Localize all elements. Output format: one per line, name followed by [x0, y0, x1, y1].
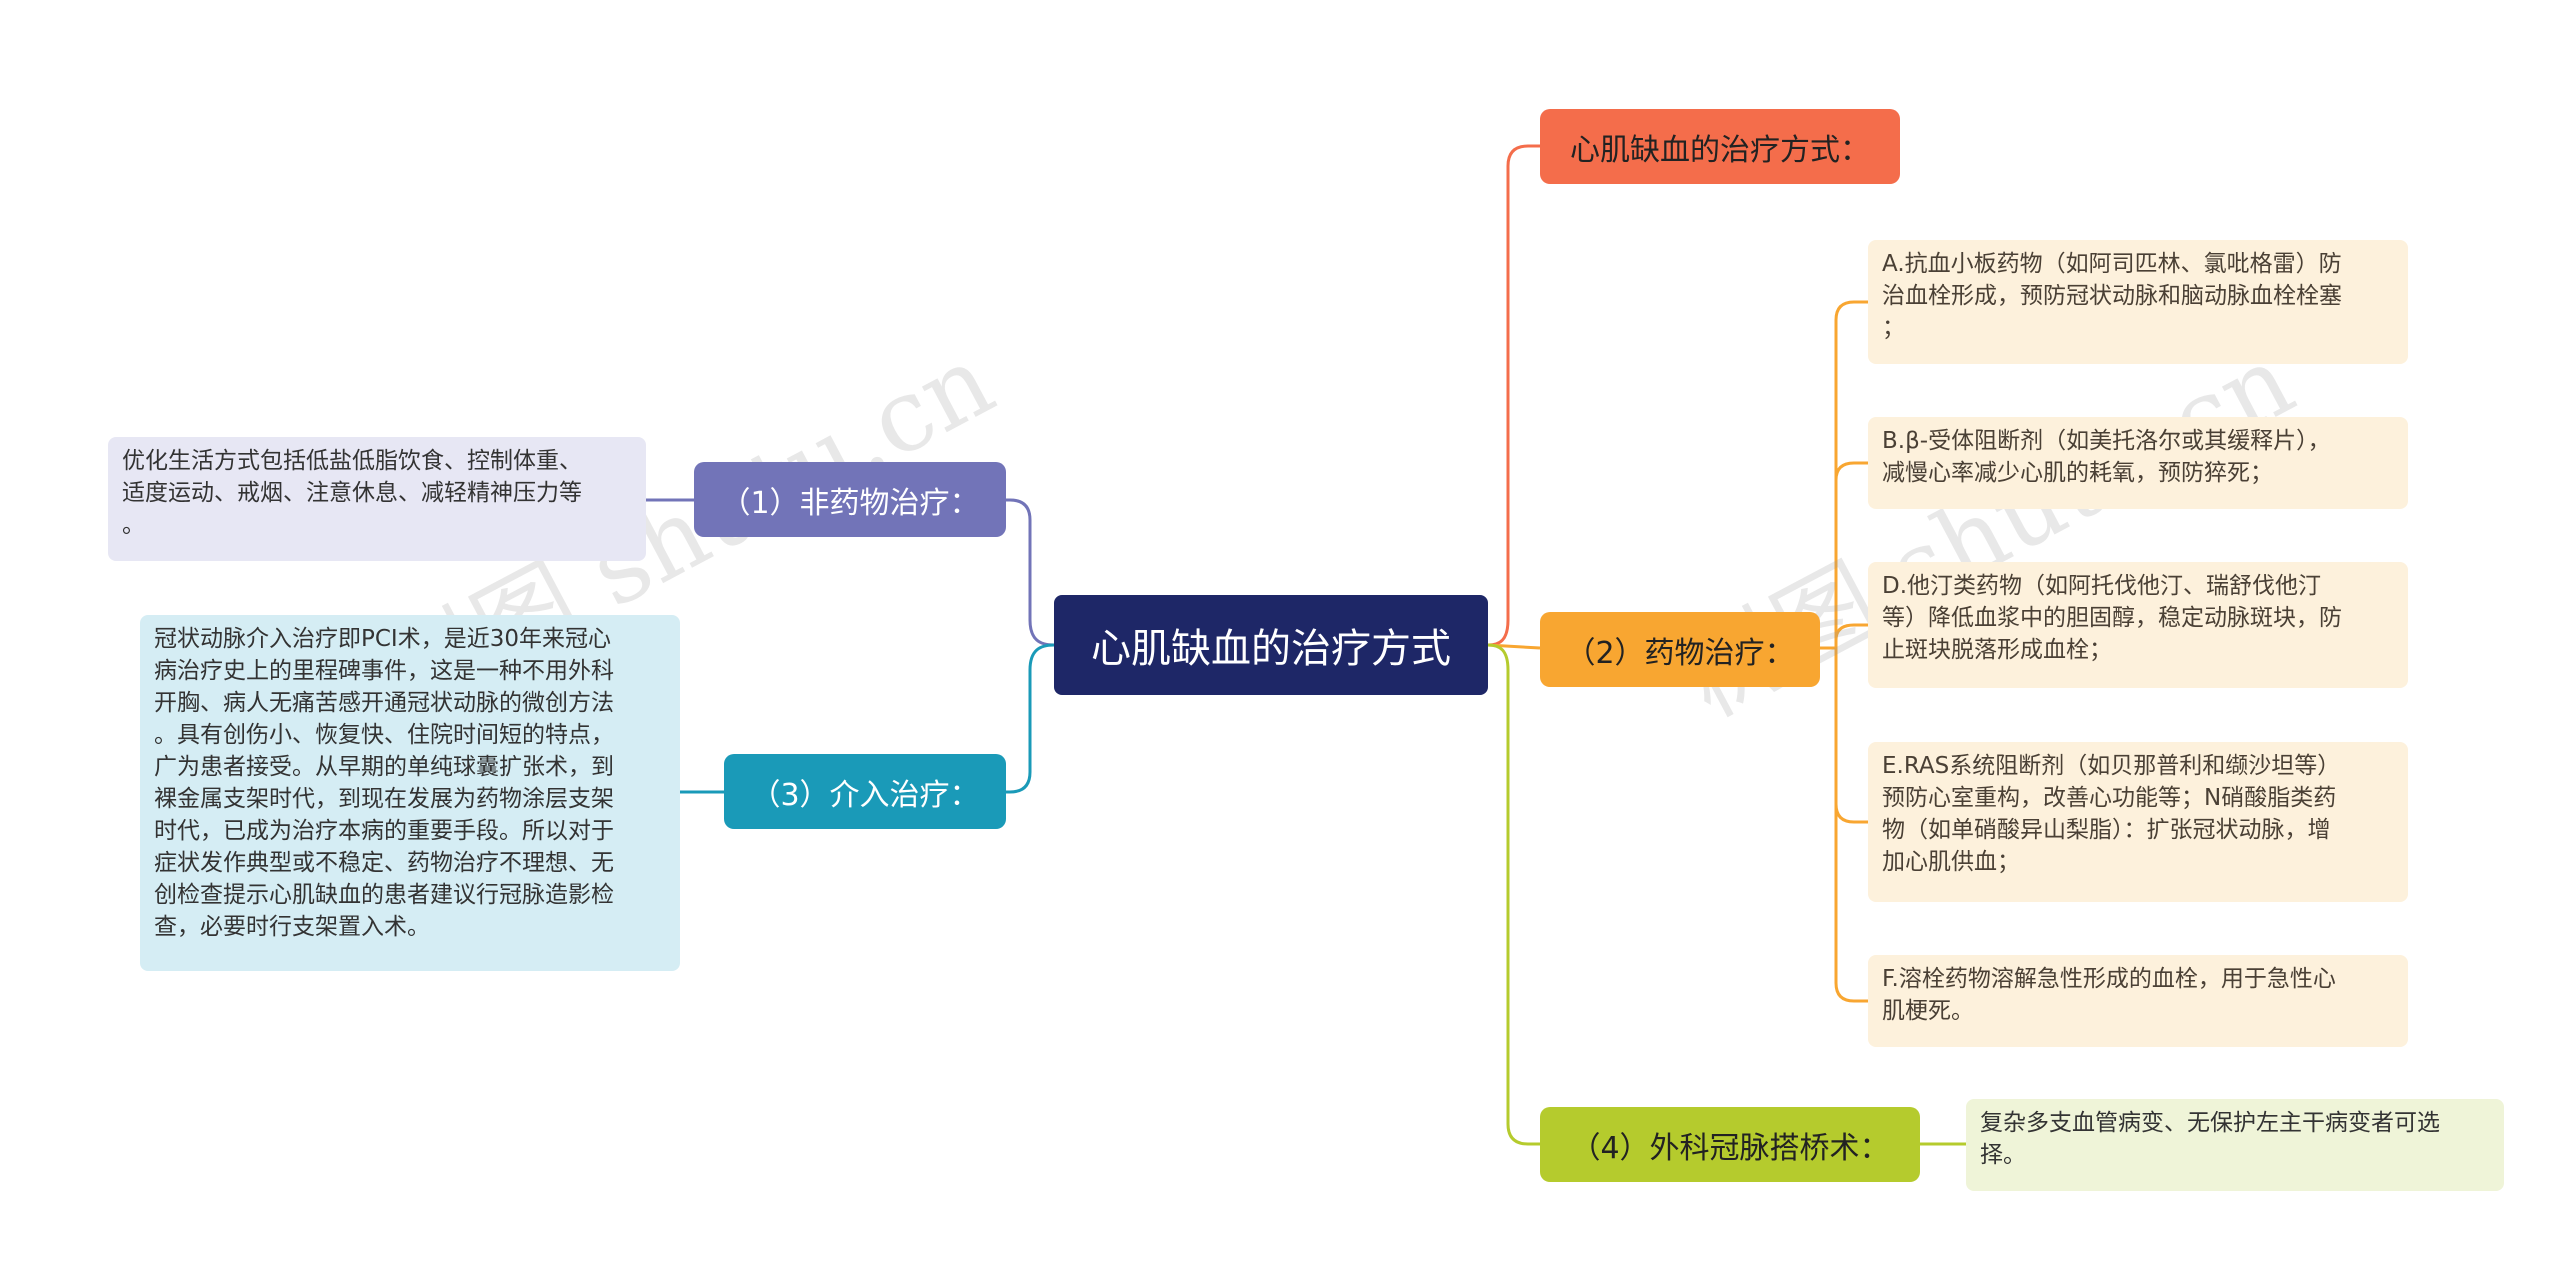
link-drug-a	[1820, 300, 1868, 650]
link-drug-f	[1834, 648, 1868, 1003]
branch-label: （1）非药物治疗：	[720, 485, 980, 521]
branch-cabg-surgery[interactable]: （4）外科冠脉搭桥术：	[1540, 1107, 1920, 1182]
branch-label: （3）介入治疗：	[750, 777, 980, 813]
leaf-pci[interactable]: 冠状动脉介入治疗即PCI术，是近30年来冠心 病治疗史上的里程碑事件，这是一种不…	[140, 615, 680, 971]
leaf-statins[interactable]: D.他汀类药物（如阿托伐他汀、瑞舒伐他汀 等）降低血浆中的胆固醇，稳定动脉斑块，…	[1868, 562, 2408, 688]
link-drug-d	[1820, 623, 1868, 650]
leaf-text: 冠状动脉介入治疗即PCI术，是近30年来冠心 病治疗史上的里程碑事件，这是一种不…	[154, 626, 614, 940]
root-topic-label: 心肌缺血的治疗方式	[1091, 626, 1451, 672]
branch-treatment-methods[interactable]: 心肌缺血的治疗方式：	[1540, 109, 1900, 184]
leaf-thrombolytics[interactable]: F.溶栓药物溶解急性形成的血栓，用于急性心 肌梗死。	[1868, 955, 2408, 1047]
branch-label: （4）外科冠脉搭桥术：	[1570, 1130, 1890, 1166]
leaf-text: A.抗血小板药物（如阿司匹林、氯吡格雷）防 治血栓形成，预防冠状动脉和脑动脉血栓…	[1882, 251, 2342, 341]
leaf-ras-blocker[interactable]: E.RAS系统阻断剂（如贝那普利和缬沙坦等） 预防心室重构，改善心功能等；N硝酸…	[1868, 742, 2408, 902]
leaf-text: E.RAS系统阻断剂（如贝那普利和缬沙坦等） 预防心室重构，改善心功能等；N硝酸…	[1882, 753, 2341, 875]
branch-label: （2）药物治疗：	[1565, 635, 1795, 671]
branch-drug-therapy[interactable]: （2）药物治疗：	[1540, 612, 1820, 687]
leaf-text: B.β-受体阻断剂（如美托洛尔或其缓释片）， 减慢心率减少心肌的耗氧，预防猝死；	[1882, 428, 2331, 486]
branch-non-drug-therapy[interactable]: （1）非药物治疗：	[694, 462, 1006, 537]
link-root-intervention	[1006, 643, 1055, 794]
leaf-surgery-indication[interactable]: 复杂多支血管病变、无保护左主干病变者可选 择。	[1966, 1099, 2504, 1191]
link-drug-b	[1834, 461, 1868, 648]
root-topic[interactable]: 心肌缺血的治疗方式	[1054, 595, 1488, 695]
link-root-surgery	[1487, 643, 1540, 1146]
leaf-text: 优化生活方式包括低盐低脂饮食、控制体重、 适度运动、戒烟、注意休息、减轻精神压力…	[122, 448, 582, 538]
leaf-lifestyle[interactable]: 优化生活方式包括低盐低脂饮食、控制体重、 适度运动、戒烟、注意休息、减轻精神压力…	[108, 437, 646, 561]
leaf-text: D.他汀类药物（如阿托伐他汀、瑞舒伐他汀 等）降低血浆中的胆固醇，稳定动脉斑块，…	[1882, 573, 2342, 663]
leaf-text: F.溶栓药物溶解急性形成的血栓，用于急性心 肌梗死。	[1882, 966, 2336, 1024]
leaf-beta-blocker[interactable]: B.β-受体阻断剂（如美托洛尔或其缓释片）， 减慢心率减少心肌的耗氧，预防猝死；	[1868, 417, 2408, 509]
branch-label: 心肌缺血的治疗方式：	[1570, 132, 1870, 168]
link-drug-e	[1834, 648, 1868, 824]
branch-interventional-therapy[interactable]: （3）介入治疗：	[724, 754, 1006, 829]
leaf-text: 复杂多支血管病变、无保护左主干病变者可选 择。	[1980, 1110, 2440, 1168]
link-root-top	[1487, 144, 1540, 647]
link-root-nondrug	[1006, 498, 1055, 647]
leaf-antiplatelet[interactable]: A.抗血小板药物（如阿司匹林、氯吡格雷）防 治血栓形成，预防冠状动脉和脑动脉血栓…	[1868, 240, 2408, 364]
